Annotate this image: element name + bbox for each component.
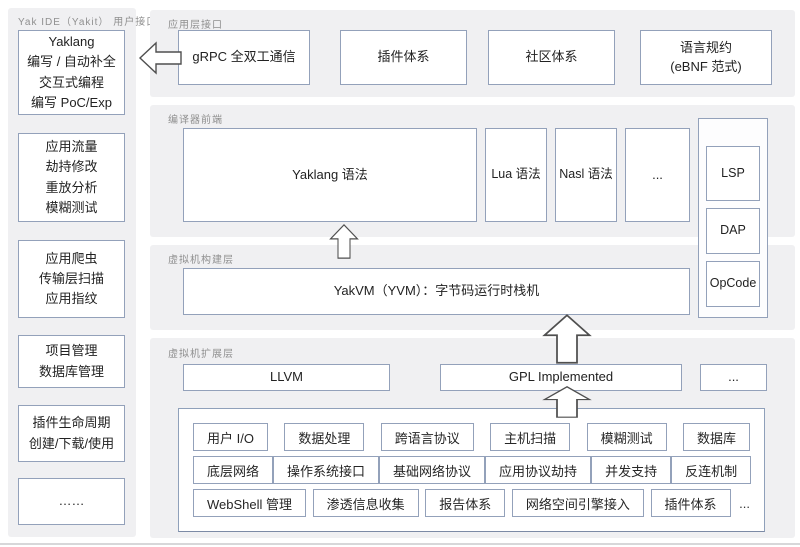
grid-cell-webshell: WebShell 管理	[193, 489, 307, 517]
node-opcode: OpCode	[706, 261, 760, 307]
node-dap: DAP	[706, 208, 760, 254]
sidebar-box-project: 项目管理 数据库管理	[18, 335, 125, 388]
window-bottom-edge	[0, 543, 800, 545]
grid-cell-app-protocol-hijack: 应用协议劫持	[485, 456, 592, 484]
grid-cell-cyberspace-engine: 网络空间引擎接入	[511, 489, 644, 517]
grid-cell-user-io: 用户 I/O	[193, 423, 268, 451]
arrow-up-icon	[329, 224, 359, 259]
app-layer-panel: 应用层接口 gRPC 全双工通信 插件体系 社区体系 语言规约 (eBNF 范式…	[150, 10, 795, 97]
sidebar-box-plugin-lifecycle: 插件生命周期 创建/下载/使用	[18, 405, 125, 462]
node-yakvm: YakVM（YVM）：字节码运行时栈机	[183, 268, 690, 315]
sidebar-box-yaklang-editing: Yaklang 编写 / 自动补全 交互式编程 编写 PoC/Exp	[18, 30, 125, 115]
grid-cell-recon-collect: 渗透信息收集	[312, 489, 419, 517]
arrow-up-icon	[542, 314, 592, 364]
sidebar-box-traffic: 应用流量 劫持修改 重放分析 模糊测试	[18, 133, 125, 222]
node-plugin-system: 插件体系	[340, 30, 467, 85]
grid-cell-host-scan: 主机扫描	[490, 423, 571, 451]
grid-cell-report-system: 报告体系	[425, 489, 506, 517]
grid-cell-fuzzing: 模糊测试	[586, 423, 667, 451]
grid-cell-os-interface: 操作系统接口	[273, 456, 380, 484]
sidebar-panel: Yak IDE（Yakit） 用户接口 Yaklang 编写 / 自动补全 交互…	[8, 8, 156, 537]
arrow-up-icon	[542, 386, 592, 418]
library-grid-rows: 用户 I/O 数据处理 跨语言协议 主机扫描 模糊测试 数据库 底层网络 操作系…	[193, 423, 752, 517]
node-language-spec: 语言规约 (eBNF 范式)	[640, 30, 772, 85]
grid-cell-cross-language: 跨语言协议	[380, 423, 474, 451]
node-ext-more: ...	[700, 364, 767, 391]
node-llvm: LLVM	[183, 364, 390, 391]
sidebar-box-crawler: 应用爬虫 传输层扫描 应用指纹	[18, 240, 125, 318]
node-lua-syntax: Lua 语法	[485, 128, 547, 222]
grid-cell-concurrency: 并发支持	[591, 456, 672, 484]
grid-cell-plugin-system: 插件体系	[650, 489, 731, 517]
compiler-label: 编译器前端	[168, 115, 223, 126]
node-yaklang-syntax: Yaklang 语法	[183, 128, 477, 222]
library-grid: 用户 I/O 数据处理 跨语言协议 主机扫描 模糊测试 数据库 底层网络 操作系…	[178, 408, 765, 532]
node-syntax-more: ...	[625, 128, 690, 222]
vm-build-panel: 虚拟机构建层 YakVM（YVM）：字节码运行时栈机	[150, 245, 795, 330]
node-community: 社区体系	[488, 30, 615, 85]
vm-ext-label: 虚拟机扩展层	[168, 349, 234, 360]
grid-row-3: WebShell 管理 渗透信息收集 报告体系 网络空间引擎接入 插件体系 ..…	[193, 489, 750, 517]
arrow-left-icon	[138, 41, 182, 75]
node-gpl-implemented: GPL Implemented	[440, 364, 682, 391]
grid-cell-low-level-network: 底层网络	[193, 456, 274, 484]
grid-more-ellipsis: ...	[739, 495, 750, 511]
vm-build-label: 虚拟机构建层	[168, 255, 234, 266]
grid-cell-basic-net-protocol: 基础网络协议	[379, 456, 486, 484]
sidebar-box-more: ……	[18, 478, 125, 525]
grid-row-1: 用户 I/O 数据处理 跨语言协议 主机扫描 模糊测试 数据库	[193, 423, 750, 451]
node-lsp: LSP	[706, 146, 760, 201]
grid-cell-database: 数据库	[682, 423, 750, 451]
node-nasl-syntax: Nasl 语法	[555, 128, 617, 222]
app-layer-label: 应用层接口	[168, 20, 223, 31]
node-grpc: gRPC 全双工通信	[178, 30, 310, 85]
grid-cell-reverse-connection: 反连机制	[671, 456, 752, 484]
grid-row-2: 底层网络 操作系统接口 基础网络协议 应用协议劫持 并发支持 反连机制	[193, 456, 752, 484]
sidebar-title: Yak IDE（Yakit） 用户接口	[18, 17, 158, 28]
grid-cell-data-processing: 数据处理	[284, 423, 365, 451]
vm-ext-panel: 虚拟机扩展层 LLVM GPL Implemented ... 用户 I/O 数…	[150, 338, 795, 538]
protocol-stack-group: LSP DAP OpCode	[698, 118, 768, 318]
compiler-panel: 编译器前端 Yaklang 语法 Lua 语法 Nasl 语法 ...	[150, 105, 795, 237]
